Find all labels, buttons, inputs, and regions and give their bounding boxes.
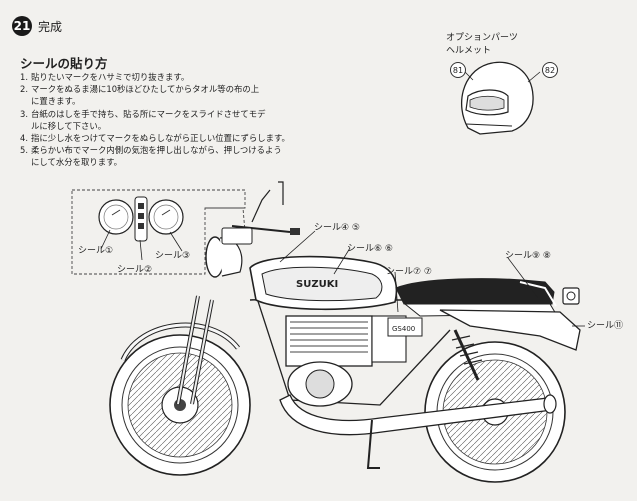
instruction-item: 2.マークをぬるま湯に10秒ほどひたしてからタオル等の布の上 に置きます。	[20, 83, 300, 107]
instruction-number: 2.	[20, 84, 28, 95]
seal-label-11: シール⑪	[587, 321, 624, 331]
helmet-label: ヘルメット	[446, 46, 492, 56]
seal-label-2: シール②	[117, 265, 153, 275]
instruction-number: 5.	[20, 145, 28, 156]
gauge-cluster-detail	[98, 196, 184, 242]
exhaust-pipe	[279, 394, 557, 436]
engine: GS400	[285, 315, 423, 407]
front-wheel	[109, 334, 251, 476]
seal-label-4-5: シール④ ⑤	[314, 223, 360, 233]
instruction-text: 柔らかい布でマーク内側の気泡を押し出しながら、押しつけるよう	[31, 145, 282, 156]
tank-logo: SUZUKI	[296, 279, 338, 290]
instruction-text: 貼りたいマークをハサミで切り抜きます。	[31, 72, 190, 82]
side-badge: GS400	[392, 325, 415, 333]
instruction-text: 台紙のはしを手で持ち、貼る所にマークをスライドさせてモデ	[31, 108, 266, 119]
instruction-text: ルに移して下さい。	[31, 120, 107, 131]
instruction-list: 1.貼りたいマークをハサミで切り抜きます。 2.マークをぬるま湯に10秒ほどひた…	[20, 71, 300, 169]
instruction-item: 4.指に少し水をつけてマークをぬらしながら正しい位置にずらします。	[20, 132, 300, 144]
option-parts-title: オプションパーツ ヘルメット	[446, 32, 518, 58]
instruction-number: 4.	[20, 133, 28, 144]
seal-label-3: シール③	[155, 251, 191, 261]
fuel-tank: SUZUKI	[249, 255, 398, 311]
instruction-number: 3.	[20, 108, 28, 119]
helmet-icon	[461, 61, 541, 135]
instruction-text: 指に少し水をつけてマークをぬらしながら正しい位置にずらします。	[31, 133, 290, 144]
seal-label-9-8: シール⑨ ⑧	[505, 251, 551, 261]
instruction-item: 3.台紙のはしを手で持ち、貼る所にマークをスライドさせてモデ ルに移して下さい。	[20, 108, 300, 132]
instruction-number: 1.	[20, 72, 28, 82]
instruction-item: 5.柔らかい布でマーク内側の気泡を押し出しながら、押しつけるよう にして水分を取…	[20, 144, 300, 168]
part-callout-82: 82	[542, 62, 558, 78]
instruction-text: に置きます。	[31, 96, 81, 107]
seal-label-7-7: シール⑦ ⑦	[386, 267, 432, 277]
tail-light	[562, 287, 580, 305]
instruction-item: 1.貼りたいマークをハサミで切り抜きます。	[20, 71, 300, 83]
seal-label-1: シール①	[78, 246, 114, 256]
seal-label-6-6: シール⑥ ⑥	[347, 244, 393, 254]
part-callout-81: 81	[450, 62, 466, 78]
instruction-text: にして水分を取ります。	[31, 157, 123, 168]
option-parts-label: オプションパーツ	[446, 33, 518, 43]
step-number-badge: 21	[12, 16, 32, 36]
instruction-text: マークをぬるま湯に10秒ほどひたしてからタオル等の布の上	[31, 84, 260, 95]
section-heading: シールの貼り方	[20, 56, 108, 71]
step-title: 完成	[38, 20, 63, 34]
